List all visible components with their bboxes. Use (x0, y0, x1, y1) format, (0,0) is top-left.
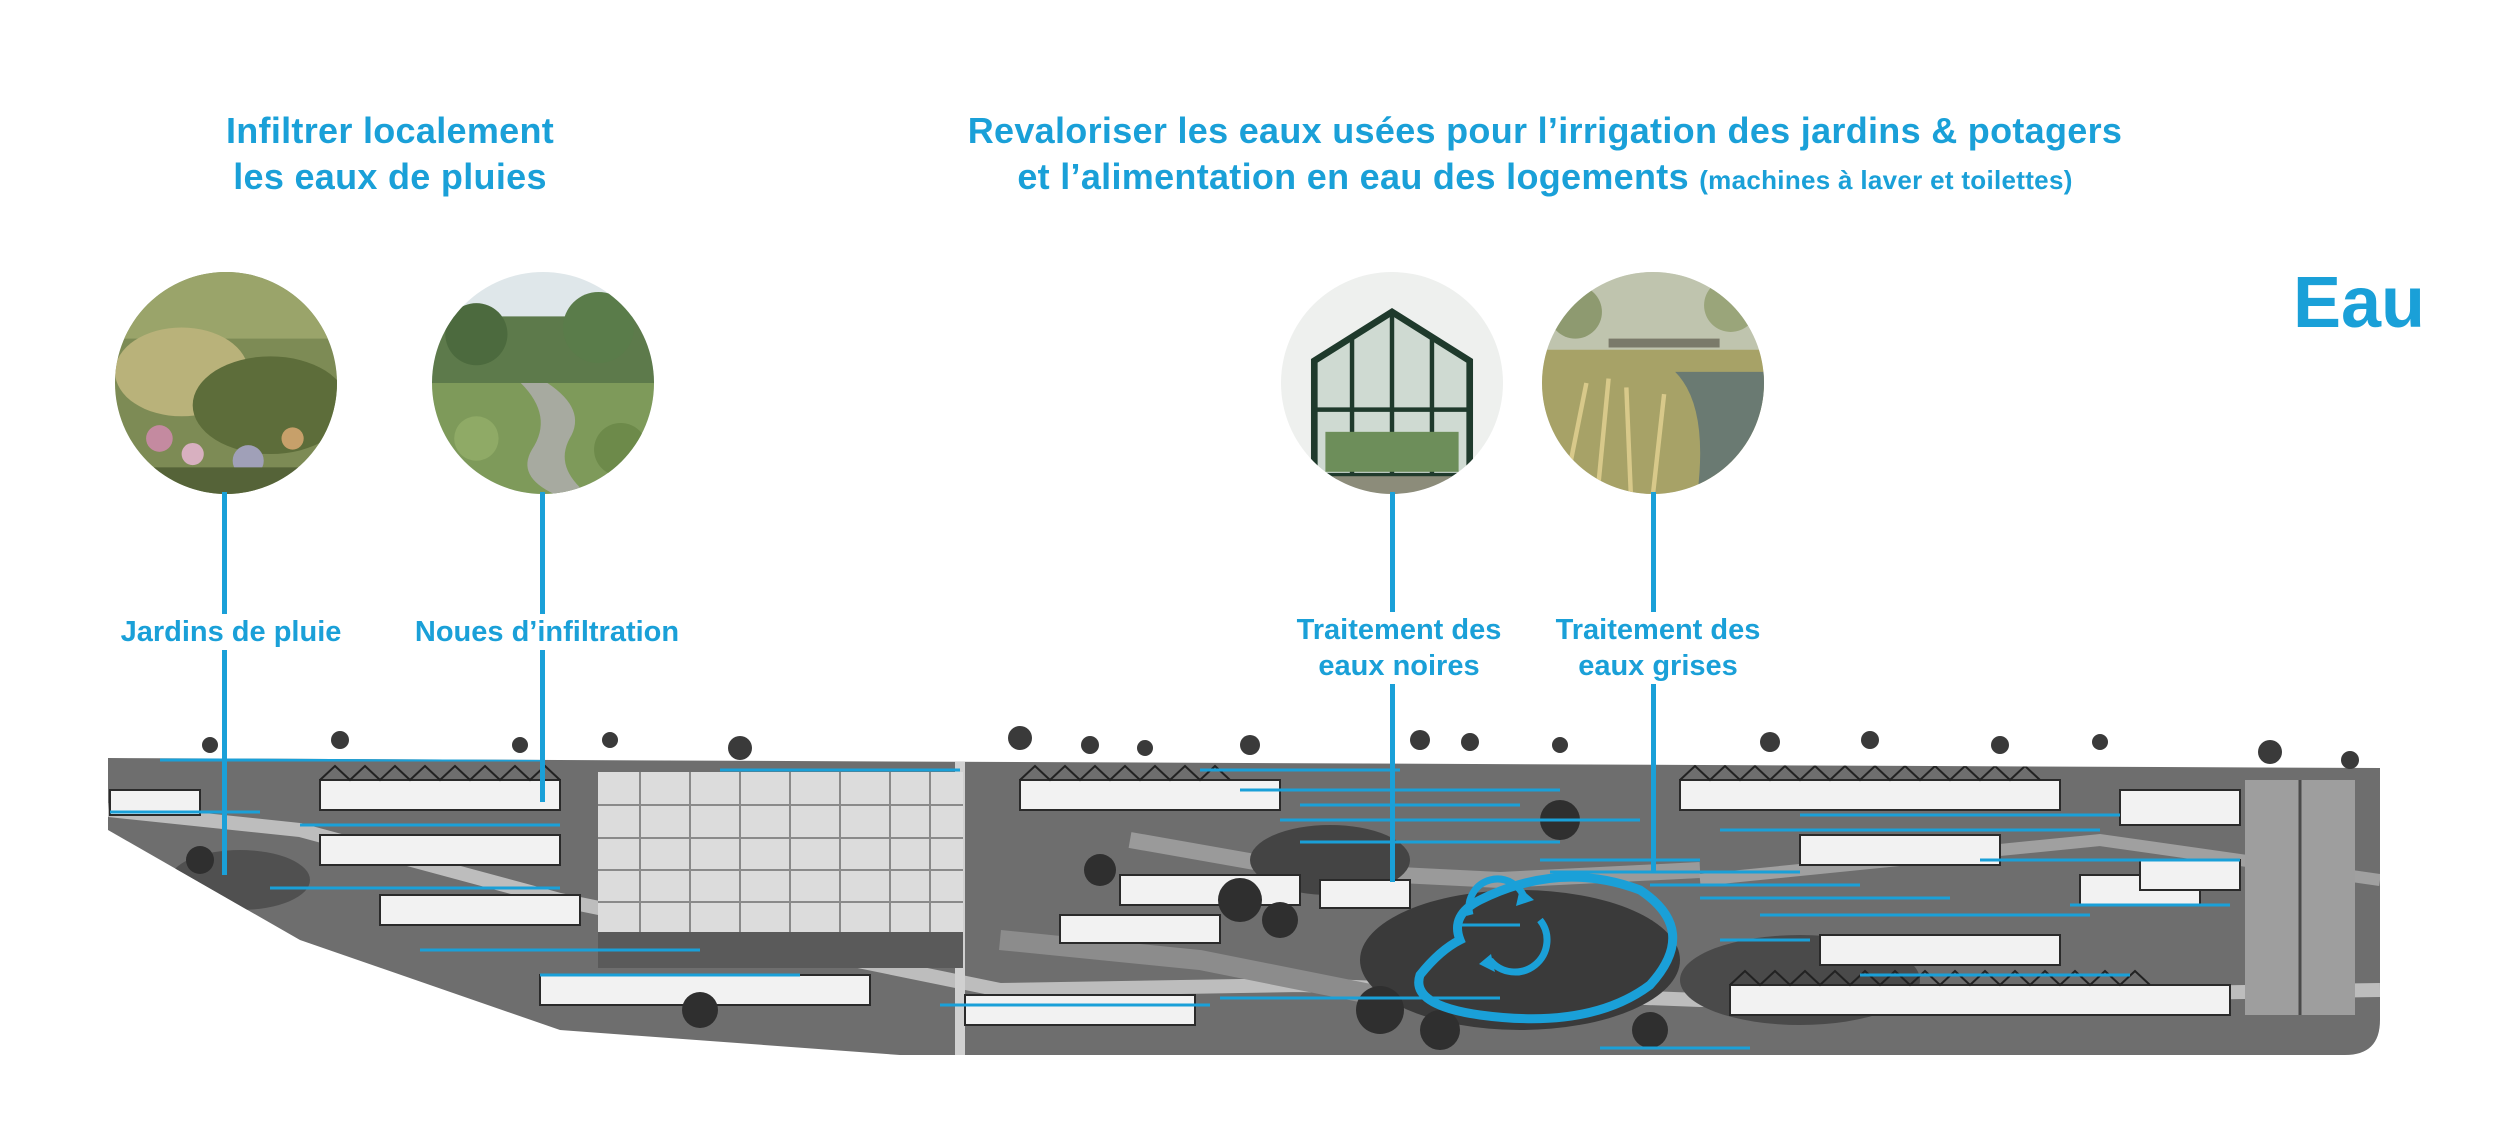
reed-bed-photo (1542, 272, 1764, 494)
swale-photo (432, 272, 654, 494)
label-greywater-line2: eaux grises (1553, 648, 1763, 684)
label-greywater-line1: Traitement des (1553, 612, 1763, 648)
connector-rain-gardens (222, 492, 227, 875)
label-blackwater-treatment: Traitement des eaux noires (1290, 612, 1508, 684)
connector-blackwater (1390, 492, 1395, 882)
rain-garden-photo (115, 272, 337, 494)
label-infiltration-swales: Noues d’infiltration (408, 614, 686, 650)
label-rain-gardens: Jardins de pluie (112, 614, 350, 650)
greenhouse-photo (1281, 272, 1503, 494)
label-blackwater-line2: eaux noires (1294, 648, 1504, 684)
label-greywater-treatment: Traitement des eaux grises (1549, 612, 1767, 684)
label-blackwater-line1: Traitement des (1294, 612, 1504, 648)
